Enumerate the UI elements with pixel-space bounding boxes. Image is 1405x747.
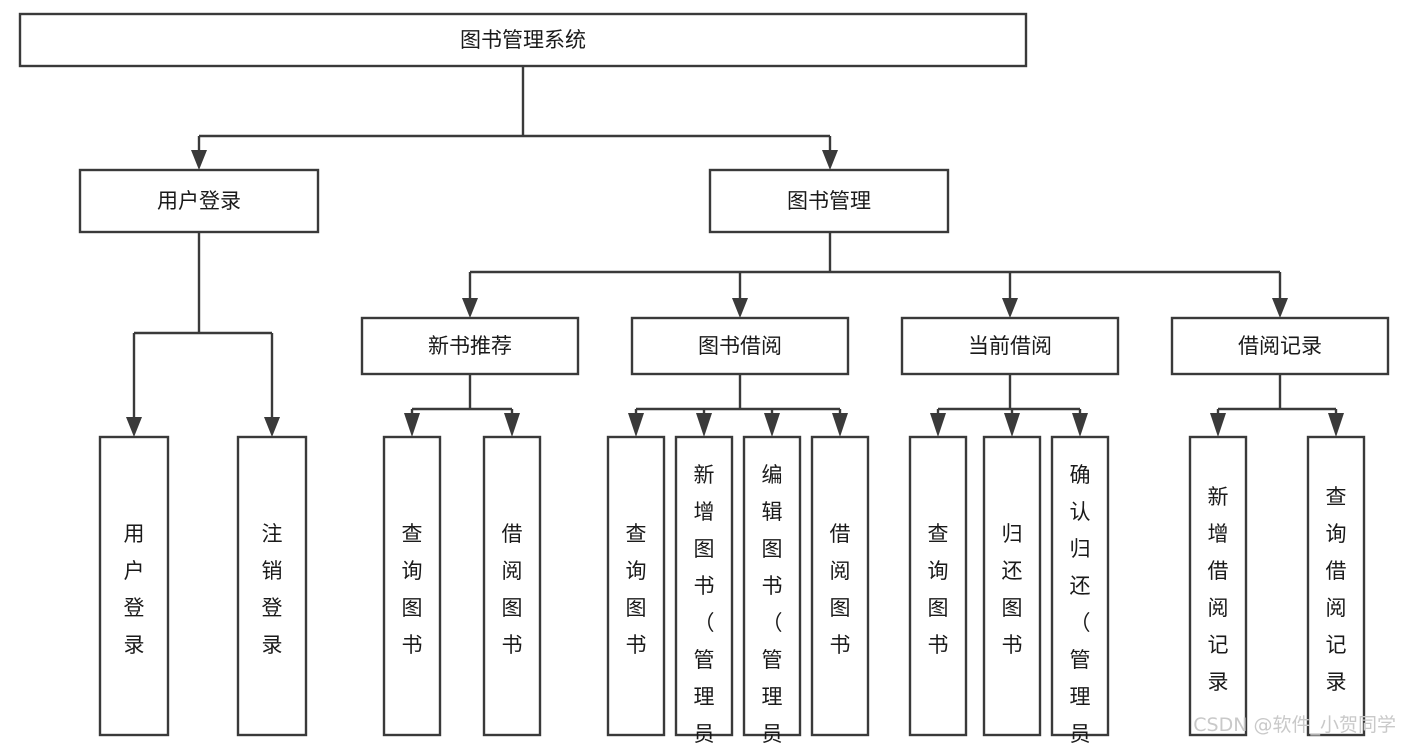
connector-group-root xyxy=(191,66,838,170)
node-leaf-return-book[interactable]: 归还图书 xyxy=(982,435,1042,737)
node-label-root: 图书管理系统 xyxy=(460,28,586,52)
node-label-leaf-user-logout: 注销登录 xyxy=(262,522,283,657)
node-current-borrow[interactable]: 当前借阅 xyxy=(900,316,1120,376)
node-leaf-user-logout[interactable]: 注销登录 xyxy=(236,435,308,737)
node-new-book-rec[interactable]: 新书推荐 xyxy=(360,316,580,376)
node-box-leaf-user-logout[interactable] xyxy=(236,435,308,737)
node-label-leaf-user-login: 用户登录 xyxy=(124,522,145,657)
node-label-user-login: 用户登录 xyxy=(157,189,241,213)
arrow-br-leaf1-icon xyxy=(1210,413,1226,437)
arrow-bb-leaf3-icon xyxy=(764,413,780,437)
csdn-watermark: CSDN @软件_小贺同学 xyxy=(1193,714,1396,736)
node-box-leaf-query-record[interactable] xyxy=(1306,435,1366,737)
node-leaf-add-book[interactable]: 新增图书（管理员） xyxy=(674,435,734,747)
node-label-leaf-borrow-book: 借阅图书 xyxy=(830,522,851,657)
node-box-leaf-query-book-rec[interactable] xyxy=(382,435,442,737)
node-box-leaf-user-login[interactable] xyxy=(98,435,170,737)
arrow-bm-to-book-borrow-icon xyxy=(732,298,748,318)
node-box-leaf-edit-book[interactable] xyxy=(742,435,802,737)
node-label-leaf-borrow-book-rec: 借阅图书 xyxy=(502,522,523,657)
node-label-book-manage: 图书管理 xyxy=(787,189,871,213)
node-leaf-query-book[interactable]: 查询图书 xyxy=(606,435,666,737)
node-box-leaf-confirm-return[interactable] xyxy=(1050,435,1110,737)
node-user-login[interactable]: 用户登录 xyxy=(78,168,320,234)
arrow-root-to-book-manage-icon xyxy=(822,150,838,170)
connector-group-borrow-record xyxy=(1210,374,1344,437)
connector-group-book-borrow xyxy=(628,374,848,437)
arrow-bm-to-current-borrow-icon xyxy=(1002,298,1018,318)
arrow-bm-to-borrow-record-icon xyxy=(1272,298,1288,318)
arrow-cb-leaf2-icon xyxy=(1004,413,1020,437)
node-book-manage[interactable]: 图书管理 xyxy=(708,168,950,234)
node-leaf-user-login[interactable]: 用户登录 xyxy=(98,435,170,737)
arrow-nbr-leaf2-icon xyxy=(504,413,520,437)
node-label-new-book-rec: 新书推荐 xyxy=(428,334,512,358)
node-box-leaf-add-record[interactable] xyxy=(1188,435,1248,737)
node-leaf-query-record[interactable]: 查询借阅记录 xyxy=(1306,435,1366,737)
node-leaf-borrow-book-rec[interactable]: 借阅图书 xyxy=(482,435,542,737)
arrow-cb-leaf1-icon xyxy=(930,413,946,437)
node-box-user-login[interactable] xyxy=(78,168,320,234)
arrow-user-login-leaf1-icon xyxy=(126,417,142,437)
nodes-layer: 图书管理系统用户登录图书管理新书推荐图书借阅当前借阅借阅记录用户登录注销登录查询… xyxy=(18,12,1390,747)
node-book-borrow[interactable]: 图书借阅 xyxy=(630,316,850,376)
node-leaf-confirm-return[interactable]: 确认归还（管理员） xyxy=(1050,435,1110,747)
node-leaf-borrow-book[interactable]: 借阅图书 xyxy=(810,435,870,737)
arrow-root-to-user-login-icon xyxy=(191,150,207,170)
node-box-new-book-rec[interactable] xyxy=(360,316,580,376)
node-label-leaf-query-book-rec: 查询图书 xyxy=(402,522,423,657)
arrow-bm-to-new-book-rec-icon xyxy=(462,298,478,318)
arrow-bb-leaf2-icon xyxy=(696,413,712,437)
connector-group-new-book-rec xyxy=(404,374,520,437)
node-label-borrow-record: 借阅记录 xyxy=(1238,334,1322,358)
arrow-bb-leaf4-icon xyxy=(832,413,848,437)
node-label-leaf-confirm-return: 确认归还（管理员） xyxy=(1070,463,1091,747)
arrow-br-leaf2-icon xyxy=(1328,413,1344,437)
connector-group-book-manage xyxy=(462,232,1288,318)
node-label-leaf-add-book: 新增图书（管理员） xyxy=(694,463,715,747)
node-leaf-query-book-cur[interactable]: 查询图书 xyxy=(908,435,968,737)
node-box-current-borrow[interactable] xyxy=(900,316,1120,376)
node-box-leaf-query-book[interactable] xyxy=(606,435,666,737)
node-label-leaf-query-book-cur: 查询图书 xyxy=(928,522,949,657)
arrow-bb-leaf1-icon xyxy=(628,413,644,437)
node-box-book-manage[interactable] xyxy=(708,168,950,234)
node-label-leaf-query-book: 查询图书 xyxy=(626,522,647,657)
node-box-leaf-add-book[interactable] xyxy=(674,435,734,737)
node-label-leaf-add-record: 新增借阅记录 xyxy=(1208,485,1229,694)
node-borrow-record[interactable]: 借阅记录 xyxy=(1170,316,1390,376)
node-leaf-edit-book[interactable]: 编辑图书（管理员） xyxy=(742,435,802,747)
node-box-book-borrow[interactable] xyxy=(630,316,850,376)
node-root[interactable]: 图书管理系统 xyxy=(18,12,1028,68)
node-label-leaf-query-record: 查询借阅记录 xyxy=(1326,485,1347,694)
arrow-nbr-leaf1-icon xyxy=(404,413,420,437)
node-box-leaf-borrow-book[interactable] xyxy=(810,435,870,737)
arrow-cb-leaf3-icon xyxy=(1072,413,1088,437)
node-box-leaf-query-book-cur[interactable] xyxy=(908,435,968,737)
node-label-current-borrow: 当前借阅 xyxy=(968,334,1052,358)
node-box-leaf-borrow-book-rec[interactable] xyxy=(482,435,542,737)
node-label-leaf-edit-book: 编辑图书（管理员） xyxy=(762,463,783,747)
node-box-root[interactable] xyxy=(18,12,1028,68)
connector-group-current-borrow xyxy=(930,374,1088,437)
node-leaf-add-record[interactable]: 新增借阅记录 xyxy=(1188,435,1248,737)
node-label-leaf-return-book: 归还图书 xyxy=(1002,522,1023,657)
connector-group-user-login xyxy=(126,232,280,437)
arrow-user-login-leaf2-icon xyxy=(264,417,280,437)
node-label-book-borrow: 图书借阅 xyxy=(698,334,782,358)
node-box-leaf-return-book[interactable] xyxy=(982,435,1042,737)
node-leaf-query-book-rec[interactable]: 查询图书 xyxy=(382,435,442,737)
node-box-borrow-record[interactable] xyxy=(1170,316,1390,376)
